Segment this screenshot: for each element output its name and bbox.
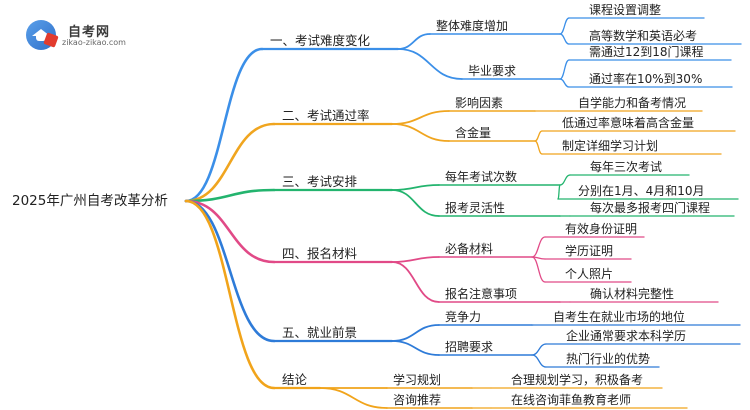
leaf-1-1-2: 高等数学和英语必考 xyxy=(589,28,697,43)
subtopic-5-2: 招聘要求 xyxy=(445,340,493,354)
subtopic-4-1: 必备材料 xyxy=(445,242,493,256)
connector-line xyxy=(531,256,546,283)
connector-line xyxy=(531,343,547,356)
connector-line xyxy=(184,47,264,203)
subtopic-4-2: 报名注意事项 xyxy=(445,286,517,301)
branch-6-label: 结论 xyxy=(282,372,308,387)
connector-line xyxy=(391,123,450,142)
connector-line xyxy=(534,130,543,142)
subtopic-2-1: 影响因素 xyxy=(455,95,503,110)
connector-line xyxy=(534,140,543,155)
leaf-2-1-1: 自学能力和备考情况 xyxy=(578,95,686,110)
connector-line xyxy=(531,354,547,368)
connector-line xyxy=(319,387,388,409)
leaf-4-1-3: 个人照片 xyxy=(565,267,613,281)
subtopic-6-1: 学习规划 xyxy=(393,372,441,387)
leaf-4-1-2: 学历证明 xyxy=(565,243,613,258)
leaf-2-2-1: 低通过率意味着高含金量 xyxy=(562,115,694,130)
connector-line xyxy=(184,188,276,203)
leaf-4-2-1: 确认材料完整性 xyxy=(590,286,674,301)
subtopic-2-2: 含金量 xyxy=(455,125,491,140)
connector-line xyxy=(184,122,276,203)
connector-line xyxy=(559,17,570,35)
leaf-3-1-2: 分别在1月、4月和10月 xyxy=(578,184,705,198)
logo-subtitle: zikao-zikao.com xyxy=(62,38,126,47)
connector-line xyxy=(531,236,546,258)
subtopic-5-1: 竞争力 xyxy=(445,310,481,324)
leaf-1-2-2: 通过率在10%到30% xyxy=(589,71,702,86)
branch-3-label: 三、考试安排 xyxy=(282,174,358,189)
subtopic-1-2: 毕业要求 xyxy=(468,64,516,78)
subtopic-3-2: 报考灵活性 xyxy=(445,200,505,215)
connector-line xyxy=(391,189,440,217)
connector-line xyxy=(397,48,463,80)
leaf-3-1-1: 每年三次考试 xyxy=(590,159,662,174)
connector-line xyxy=(557,184,561,200)
root-topic: 2025年广州自考改革分析 xyxy=(12,193,168,209)
connector-line xyxy=(397,33,431,50)
connector-line xyxy=(391,340,440,356)
connector-line xyxy=(391,184,440,191)
subtopic-1-1: 整体难度增加 xyxy=(436,18,508,33)
branch-5-label: 五、就业前景 xyxy=(282,325,357,340)
leaf-3-2-1: 每次最多报考四门课程 xyxy=(590,200,710,215)
leaf-6-1-1: 合理规划学习，积极备考 xyxy=(511,372,643,387)
connector-line xyxy=(184,199,276,390)
leaf-1-1-1: 课程设置调整 xyxy=(589,2,661,17)
leaf-5-2-1: 企业通常要求本科学历 xyxy=(566,328,686,343)
site-logo[interactable]: 自考网 zikao-zikao.com xyxy=(26,18,176,52)
connector-line xyxy=(391,110,450,125)
connector-line xyxy=(184,199,276,343)
leaf-5-1-1: 自考生在就业市场的地位 xyxy=(553,309,685,324)
logo-title: 自考网 xyxy=(68,25,111,40)
leaf-6-2-1: 在线咨询菲鱼教育老师 xyxy=(511,392,631,407)
connector-line xyxy=(391,261,440,303)
branch-4-label: 四、报名材料 xyxy=(282,246,358,261)
connector-line xyxy=(559,174,571,186)
connector-line xyxy=(391,256,440,263)
branch-2-label: 二、考试通过率 xyxy=(282,108,370,123)
connector-line xyxy=(559,59,570,80)
connector-line xyxy=(391,324,440,342)
leaf-4-1-1: 有效身份证明 xyxy=(565,221,637,236)
connector-line xyxy=(559,78,570,88)
leaf-5-2-2: 热门行业的优势 xyxy=(566,351,650,366)
leaf-2-2-2: 制定详细学习计划 xyxy=(562,138,658,153)
branch-1-label: 一、考试难度变化 xyxy=(270,33,371,48)
connector-line xyxy=(184,199,276,264)
leaf-1-2-1: 需通过12到18门课程 xyxy=(589,44,704,59)
connector-line xyxy=(559,33,570,45)
subtopic-3-1: 每年考试次数 xyxy=(445,169,517,184)
subtopic-6-2: 咨询推荐 xyxy=(393,392,441,407)
